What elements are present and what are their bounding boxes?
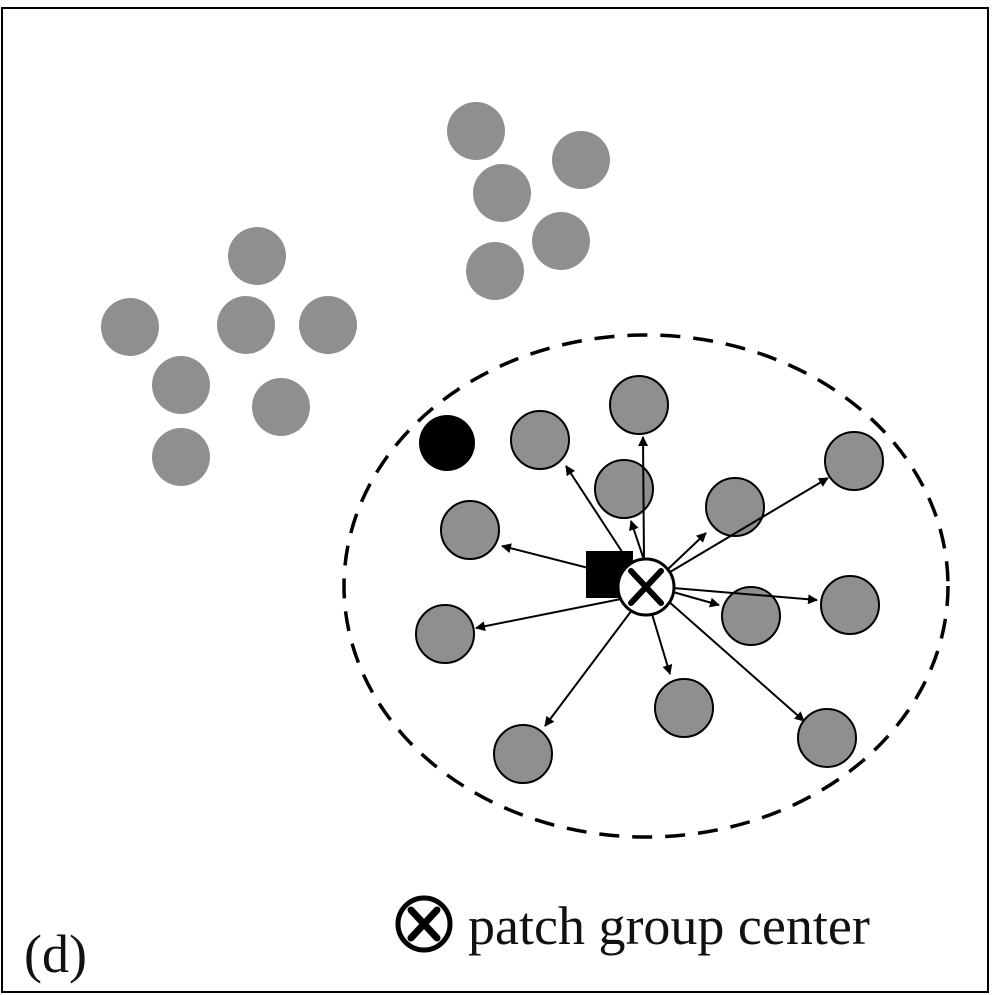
- distant-patch-cluster-top: [447, 102, 610, 300]
- distant-patch: [532, 212, 590, 270]
- arrow: [565, 465, 633, 568]
- grouped-patch: [820, 575, 880, 635]
- grouped-patches: [415, 375, 884, 784]
- distant-patch: [152, 428, 210, 486]
- dashed-ellipse: [342, 333, 950, 839]
- distant-patch: [252, 378, 310, 436]
- legend-circle-cross-icon: [395, 895, 453, 953]
- arrow: [664, 477, 829, 576]
- grouped-patch: [493, 724, 553, 784]
- arrow: [666, 599, 805, 722]
- distant-patch: [217, 296, 275, 354]
- arrow: [672, 591, 720, 608]
- arrow: [672, 587, 818, 605]
- arrow: [651, 613, 673, 675]
- patch-arrows: [475, 436, 829, 727]
- grouped-patch: [415, 604, 475, 664]
- grouped-patch: [721, 586, 781, 646]
- grouped-patch: [510, 410, 570, 470]
- arrow: [629, 520, 645, 561]
- diagram-border: [1, 7, 989, 993]
- arrow: [544, 609, 633, 727]
- distant-patch-cluster-left: [101, 227, 357, 486]
- distant-patch: [552, 131, 610, 189]
- arrow: [638, 436, 649, 561]
- arrow: [666, 532, 707, 571]
- selected-patch: [419, 415, 475, 471]
- grouped-patch: [705, 477, 765, 537]
- panel-label: (d): [24, 924, 87, 984]
- distant-patch: [101, 298, 159, 356]
- grouped-patch: [654, 678, 714, 738]
- arrow: [475, 597, 627, 632]
- legend-text: patch group center: [468, 896, 870, 956]
- grouped-patch: [440, 500, 500, 560]
- distant-patch: [228, 227, 286, 285]
- distant-patch: [473, 164, 531, 222]
- distant-patch: [466, 242, 524, 300]
- distant-patch: [447, 102, 505, 160]
- grouped-patch: [797, 708, 857, 768]
- circle-cross-icon: [616, 557, 676, 617]
- grouped-patch: [824, 431, 884, 491]
- distant-patch: [152, 356, 210, 414]
- grouped-patch: [594, 459, 654, 519]
- grouped-patch: [609, 375, 669, 435]
- legend: patch group center: [395, 895, 870, 956]
- distant-patch: [299, 296, 357, 354]
